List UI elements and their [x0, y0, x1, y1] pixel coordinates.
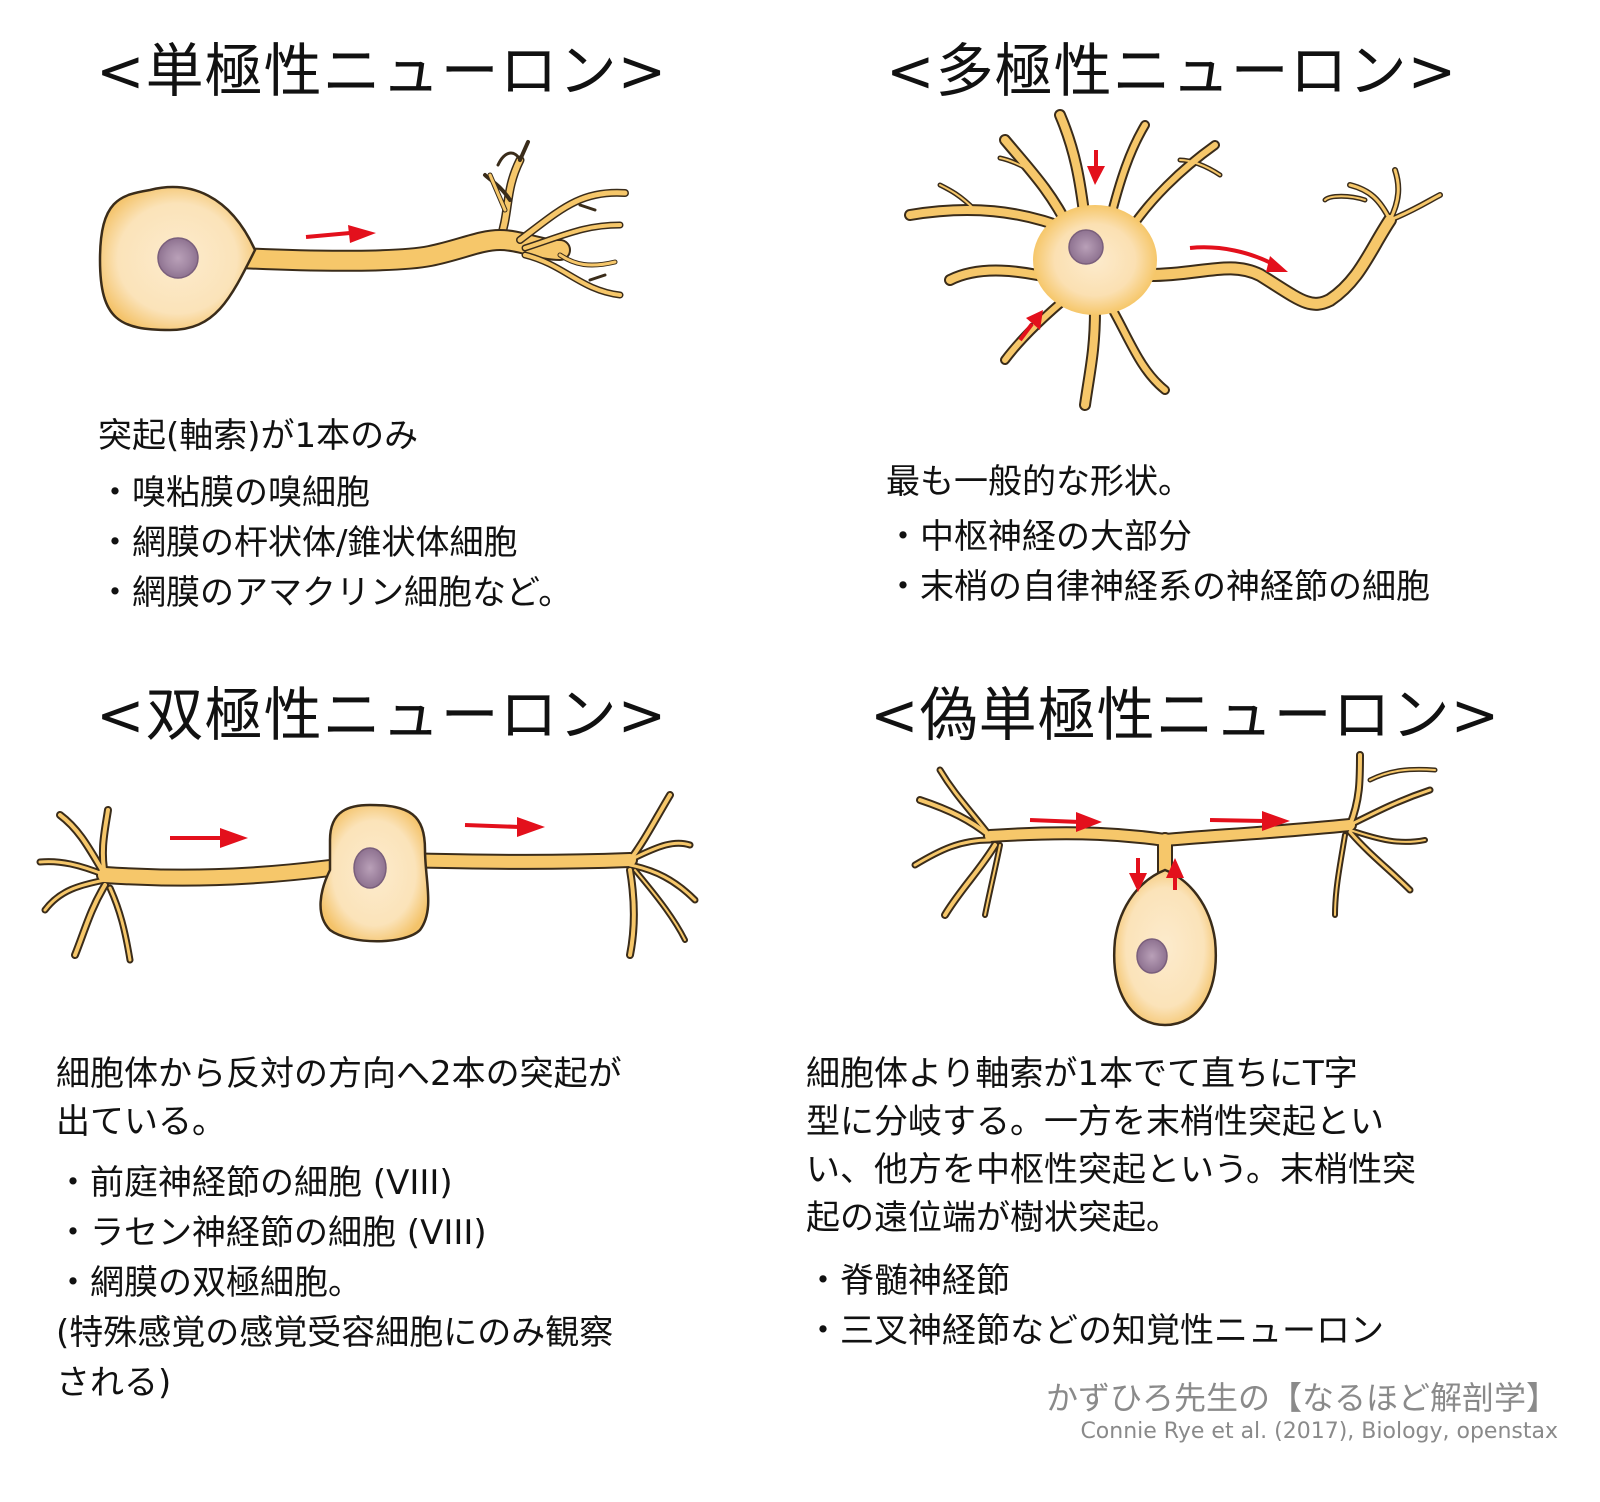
list-item: ・中枢神経の大部分	[886, 517, 1192, 557]
unipolar-examples-list: ・嗅粘膜の嗅細胞 ・網膜の杆状体/錐状体細胞 ・網膜のアマクリン細胞など。	[98, 468, 572, 618]
signal-arrow-icon	[305, 225, 376, 243]
description-line: 最も一般的な形状。	[886, 462, 1192, 502]
unipolar-title: <単極性ニューロン>	[96, 37, 668, 105]
bipolar-neuron-illustration	[36, 791, 699, 964]
signal-arrow-icon	[464, 817, 545, 837]
multipolar-examples-list: ・中枢神経の大部分 ・末梢の自律神経系の神経節の細胞	[886, 512, 1430, 612]
description-line: 突起(軸索)が1本のみ	[98, 416, 419, 456]
list-item: される)	[56, 1363, 172, 1403]
signal-arrow-icon	[1209, 811, 1290, 831]
list-item: ・脊髄神経節	[806, 1261, 1010, 1301]
description-line: 細胞体から反対の方向へ2本の突起が	[56, 1054, 622, 1094]
nucleus	[1068, 229, 1104, 265]
list-item: ・網膜の双極細胞。	[56, 1263, 362, 1303]
list-item: ・前庭神経節の細胞 (VIII)	[56, 1163, 453, 1203]
signal-arrow-icon	[1189, 245, 1288, 272]
list-item: ・末梢の自律神経系の神経節の細胞	[886, 567, 1430, 607]
list-item: ・網膜の杆状体/錐状体細胞	[98, 523, 518, 563]
list-item: ・三叉神経節などの知覚性ニューロン	[806, 1311, 1384, 1351]
signal-arrow-icon	[1029, 812, 1102, 832]
bipolar-description: 細胞体から反対の方向へ2本の突起が 出ている。	[56, 1050, 622, 1146]
signal-arrow-icon	[170, 828, 248, 848]
nucleus	[353, 847, 387, 889]
signal-arrow-icon	[1129, 858, 1147, 892]
pseudounipolar-description: 細胞体より軸索が1本でて直ちにT字 型に分岐する。一方を末梢性突起とい い、他方…	[806, 1050, 1416, 1242]
multipolar-title: <多極性ニューロン>	[886, 37, 1458, 105]
credit-brand: かずひろ先生の【なるほど解剖学】	[1045, 1379, 1558, 1417]
signal-arrow-icon	[1087, 150, 1105, 185]
description-line: い、他方を中枢性突起という。末梢性突	[806, 1150, 1416, 1190]
list-item: ・網膜のアマクリン細胞など。	[98, 573, 573, 613]
pseudounipolar-title: <偽単極性ニューロン>	[870, 681, 1501, 749]
list-item: ・嗅粘膜の嗅細胞	[98, 473, 370, 513]
list-item: (特殊感覚の感覚受容細胞にのみ観察	[56, 1313, 614, 1353]
dendrites	[904, 109, 1443, 411]
description-line: 型に分岐する。一方を末梢性突起とい	[806, 1102, 1384, 1142]
description-line: 起の遠位端が樹状突起。	[806, 1198, 1180, 1238]
unipolar-neuron-illustration	[98, 140, 629, 332]
bipolar-examples-list: ・前庭神経節の細胞 (VIII) ・ラセン神経節の細胞 (VIII) ・網膜の双…	[56, 1158, 613, 1408]
unipolar-description: 突起(軸索)が1本のみ	[98, 412, 418, 460]
description-line: 出ている。	[56, 1102, 226, 1142]
signal-arrow-icon	[1166, 858, 1184, 890]
credit-citation: Connie Rye et al. (2017), Biology, opens…	[1080, 1419, 1558, 1444]
list-item: ・ラセン神経節の細胞 (VIII)	[56, 1213, 487, 1253]
bipolar-title: <双極性ニューロン>	[96, 681, 668, 749]
pseudounipolar-examples-list: ・脊髄神経節 ・三叉神経節などの知覚性ニューロン	[806, 1256, 1384, 1356]
credit-block: かずひろ先生の【なるほど解剖学】 Connie Rye et al. (2017…	[1046, 1378, 1558, 1446]
signal-arrow-icon	[1018, 310, 1043, 342]
nucleus	[157, 237, 199, 279]
dendrite-branches	[483, 140, 530, 245]
multipolar-neuron-illustration	[904, 109, 1443, 411]
multipolar-description: 最も一般的な形状。	[886, 458, 1192, 506]
description-line: 細胞体より軸索が1本でて直ちにT字	[806, 1054, 1358, 1094]
pseudounipolar-neuron-illustration	[911, 751, 1438, 1027]
nucleus	[1136, 938, 1168, 974]
